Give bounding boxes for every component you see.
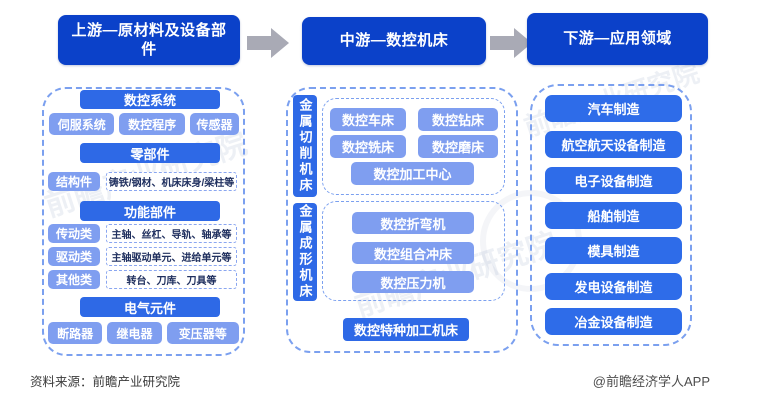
chip-circuit-breaker: 断路器 — [48, 322, 103, 344]
chip-cnc-program: 数控程序 — [119, 113, 185, 135]
chip-servo-system: 伺服系统 — [49, 113, 115, 135]
chip-transformer: 变压器等 — [166, 322, 239, 344]
downstream-header: 下游—应用领域 — [527, 13, 708, 65]
downstream-item-auto: 汽车制造 — [545, 95, 682, 122]
machine-chip-bending: 数控折弯机 — [352, 212, 474, 234]
group-label-metal-forming: 金属成形机床 — [293, 203, 317, 301]
machine-chip-grinding: 数控磨床 — [418, 135, 498, 158]
chip-structural-parts: 结构件 — [48, 172, 100, 191]
midstream-panel: 金属切削机床 数控车床 数控钻床 数控铣床 数控磨床 数控加工中心 金属成形机床… — [286, 87, 518, 353]
metal-forming-box: 数控折弯机 数控组合冲床 数控压力机 — [322, 201, 505, 301]
section-title-electrical: 电气元件 — [80, 297, 220, 317]
value-box-other: 转台、刀库、刀具等 — [106, 270, 237, 289]
chip-other: 其他类 — [48, 270, 100, 289]
flow-arrow-icon — [490, 28, 532, 58]
downstream-item-metallurgy: 冶金设备制造 — [545, 308, 682, 335]
special-machine-box: 数控特种加工机床 — [343, 318, 469, 341]
chip-relay: 继电器 — [107, 322, 162, 344]
value-box-drive: 主轴驱动单元、进给单元等 — [106, 247, 237, 266]
downstream-item-aerospace: 航空航天设备制造 — [545, 131, 682, 158]
flow-arrow-icon — [247, 28, 289, 58]
source-label: 资料来源：前瞻产业研究院 — [30, 375, 181, 389]
machine-chip-lathe: 数控车床 — [330, 108, 406, 131]
midstream-header: 中游—数控机床 — [302, 17, 486, 65]
upstream-panel: 数控系统 伺服系统 数控程序 传感器 零部件 结构件 铸铁/钢材、机床床身/梁柱… — [42, 87, 245, 356]
machine-chip-drilling: 数控钻床 — [418, 108, 498, 131]
value-box-transmission: 主轴、丝杠、导轨、轴承等 — [106, 224, 237, 243]
upstream-header: 上游—原材料及设备部件 — [58, 15, 240, 65]
machine-chip-machining-center: 数控加工中心 — [351, 162, 474, 185]
downstream-item-shipbuilding: 船舶制造 — [545, 202, 682, 229]
section-title-functional-parts: 功能部件 — [80, 201, 220, 221]
machine-chip-milling: 数控铣床 — [330, 135, 406, 158]
downstream-item-electronics: 电子设备制造 — [545, 167, 682, 194]
metal-cutting-box: 数控车床 数控钻床 数控铣床 数控磨床 数控加工中心 — [322, 98, 505, 195]
downstream-item-mold: 模具制造 — [545, 237, 682, 264]
machine-chip-press: 数控压力机 — [352, 271, 474, 293]
chip-drive: 驱动类 — [48, 247, 100, 266]
section-title-cnc-system: 数控系统 — [80, 90, 220, 109]
value-box-structural: 铸铁/钢材、机床床身/梁柱等 — [106, 172, 237, 191]
credit-label: @前瞻经济学人APP — [592, 374, 710, 389]
downstream-item-power: 发电设备制造 — [545, 273, 682, 300]
chip-sensor: 传感器 — [189, 113, 239, 135]
section-title-parts: 零部件 — [80, 143, 220, 163]
machine-chip-punching: 数控组合冲床 — [352, 242, 474, 264]
downstream-panel: 汽车制造 航空航天设备制造 电子设备制造 船舶制造 模具制造 发电设备制造 冶金… — [530, 84, 692, 346]
chip-transmission: 传动类 — [48, 224, 100, 243]
group-label-metal-cutting: 金属切削机床 — [293, 95, 317, 197]
